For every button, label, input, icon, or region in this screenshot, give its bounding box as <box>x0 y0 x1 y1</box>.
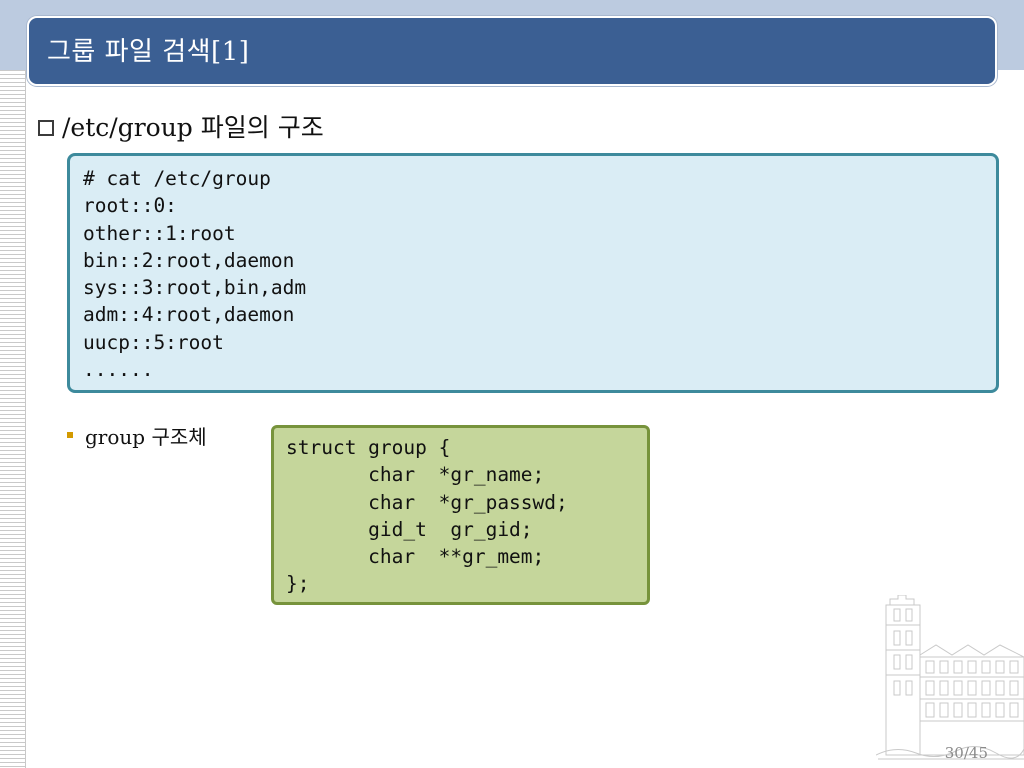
sub-bullet-text: group 구조체 <box>85 424 207 449</box>
code-line: root::0: <box>83 194 177 218</box>
group-file-code-box: # cat /etc/group root::0: other::1:root … <box>67 153 999 393</box>
code-line: adm::4:root,daemon <box>83 303 295 327</box>
code-line: struct group { <box>286 436 451 459</box>
code-line: char **gr_mem; <box>286 545 545 569</box>
code-line: sys::3:root,bin,adm <box>83 276 307 300</box>
code-line: ...... <box>83 358 154 382</box>
group-file-code: # cat /etc/group root::0: other::1:root … <box>83 165 996 383</box>
building-illustration-icon <box>876 595 1024 760</box>
slide-title: 그룹 파일 검색[1] <box>47 37 250 67</box>
code-line: gid_t gr_gid; <box>286 517 533 541</box>
heading-text: /etc/group 파일의 구조 <box>62 113 324 142</box>
square-bullet-icon <box>38 120 54 136</box>
sub-bullet-item: group 구조체 <box>67 420 207 450</box>
code-line: # cat /etc/group <box>83 167 271 190</box>
code-line: uucp::5:root <box>83 330 224 354</box>
title-bar: 그룹 파일 검색[1] <box>27 16 997 86</box>
code-line: char *gr_name; <box>286 463 545 487</box>
left-striped-margin <box>0 70 26 768</box>
code-line: }; <box>286 572 310 596</box>
section-heading: /etc/group 파일의 구조 <box>38 108 324 148</box>
code-line: char *gr_passwd; <box>286 490 568 514</box>
code-line: other::1:root <box>83 221 236 245</box>
code-line: bin::2:root,daemon <box>83 248 295 272</box>
small-square-bullet-icon <box>67 432 73 438</box>
struct-code-box: struct group { char *gr_name; char *gr_p… <box>271 425 650 605</box>
page-number: 30/45 <box>944 744 988 762</box>
struct-code: struct group { char *gr_name; char *gr_p… <box>286 434 647 598</box>
